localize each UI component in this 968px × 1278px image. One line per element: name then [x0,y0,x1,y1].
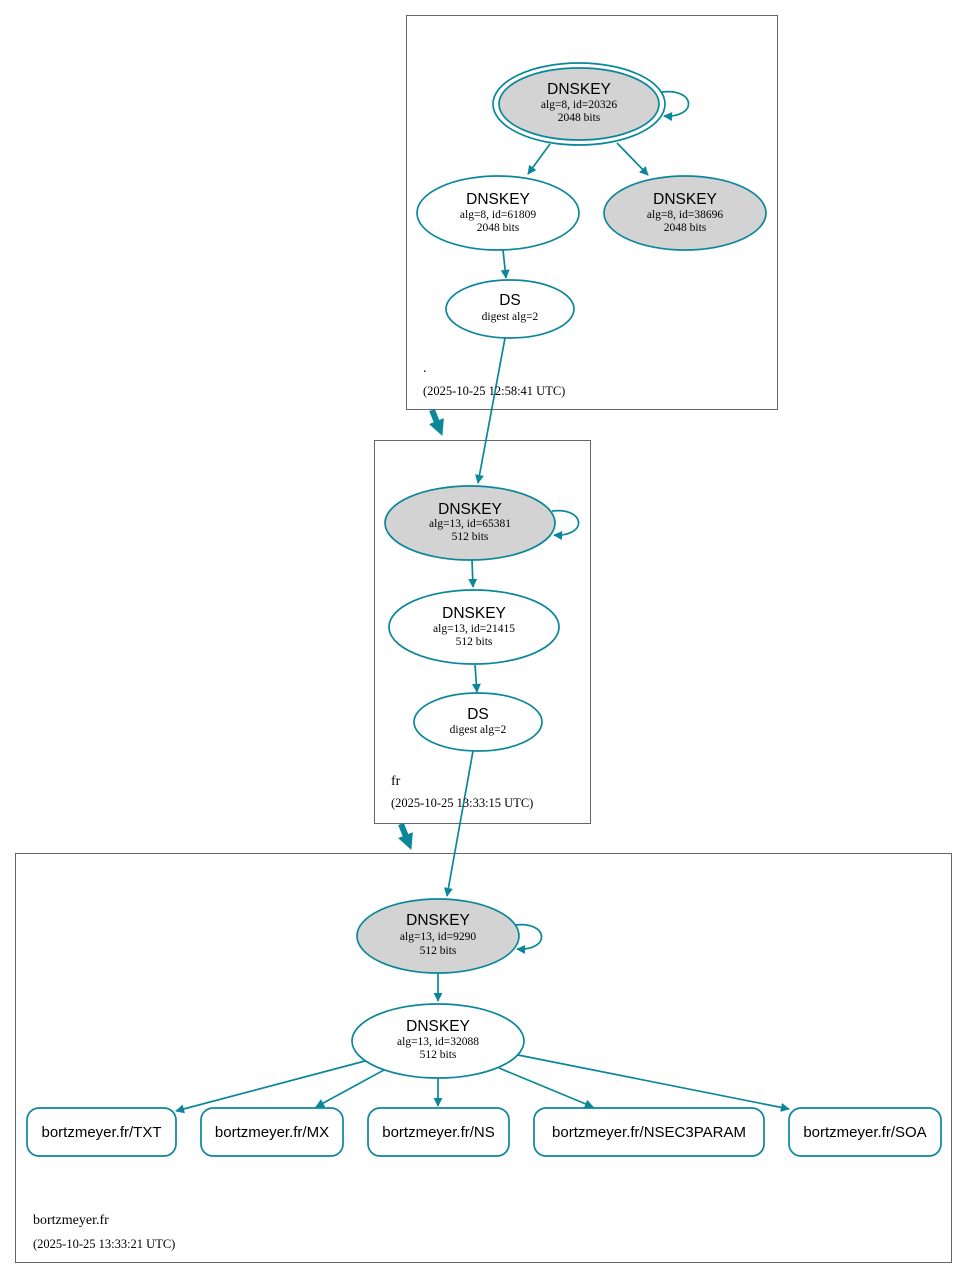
node-title: DNSKEY [547,81,611,98]
edge-root-zsk-ds [500,249,510,279]
edge-bortz-zsk-txt [175,1060,366,1114]
rrset-nsec3param-node: bortzmeyer.fr/NSEC3PARAM [533,1107,765,1157]
delegation-arrow-fr-bortzmeyer [398,822,413,850]
node-digest: digest alg=2 [482,311,539,323]
self-sign-edge-bortz-ksk [514,923,543,954]
rrset-ns-node: bortzmeyer.fr/NS [367,1107,510,1157]
rrset-label: bortzmeyer.fr/NSEC3PARAM [552,1124,746,1141]
edge-root-ksk-zsk [527,143,551,175]
node-key-size: 2048 bits [477,222,520,234]
node-alg-id: alg=8, id=20326 [541,99,617,111]
edge-bortz-zsk-mx [315,1069,385,1108]
node-key-size: 512 bits [452,531,489,543]
node-alg-id: alg=8, id=61809 [460,209,536,221]
node-title: DNSKEY [406,1018,470,1035]
edge-root-ksk-ksk2 [616,142,649,176]
edge-fr-ksk-zsk [468,559,478,588]
root-ksk2-node: DNSKEY alg=8, id=38696 2048 bits [603,175,767,251]
rrset-label: bortzmeyer.fr/TXT [41,1124,161,1141]
node-alg-id: alg=8, id=38696 [647,209,723,221]
bortz-ksk-node: DNSKEY alg=13, id=9290 512 bits [356,898,520,974]
node-title: DNSKEY [406,912,470,929]
node-alg-id: alg=13, id=9290 [400,931,476,943]
self-sign-edge-fr-ksk [551,509,580,540]
self-sign-edge-root-ksk [661,90,690,121]
fr-ds-node: DS digest alg=2 [413,692,543,752]
zone-root-name: . [423,361,427,376]
root-ds-node: DS digest alg=2 [445,279,575,339]
node-key-size: 512 bits [420,945,457,957]
root-zsk-node: DNSKEY alg=8, id=61809 2048 bits [416,175,580,251]
delegation-arrow-root-fr [429,408,444,436]
edge-root-ds-fr-ksk [475,337,506,484]
node-title: DNSKEY [438,501,502,518]
rrset-mx-node: bortzmeyer.fr/MX [200,1107,344,1157]
rrset-label: bortzmeyer.fr/NS [382,1124,495,1141]
rrset-txt-node: bortzmeyer.fr/TXT [26,1107,177,1157]
edge-fr-zsk-ds [471,664,481,693]
node-key-size: 512 bits [420,1049,457,1061]
zone-root-timestamp: (2025-10-25 12:58:41 UTC) [423,384,565,398]
node-alg-id: alg=13, id=65381 [429,518,511,530]
zone-bortzmeyer-name: bortzmeyer.fr [33,1213,109,1228]
bortz-zsk-node: DNSKEY alg=13, id=32088 512 bits [351,1003,525,1079]
node-title: DNSKEY [653,191,717,208]
node-key-size: 2048 bits [664,222,707,234]
root-ksk-node: DNSKEY alg=8, id=20326 2048 bits [492,62,666,146]
node-key-size: 512 bits [456,636,493,648]
node-alg-id: alg=13, id=32088 [397,1036,479,1048]
fr-ksk-node: DNSKEY alg=13, id=65381 512 bits [384,485,556,561]
edge-fr-ds-bortz-ksk [444,750,474,897]
zone-bortzmeyer-timestamp: (2025-10-25 13:33:21 UTC) [33,1237,175,1251]
node-title: DNSKEY [466,191,530,208]
rrset-label: bortzmeyer.fr/MX [215,1124,329,1141]
zone-fr-name: fr [391,774,401,789]
node-digest: digest alg=2 [450,724,507,736]
edge-bortz-zsk-soa [517,1054,790,1112]
zone-fr-timestamp: (2025-10-25 13:33:15 UTC) [391,796,533,810]
edge-bortz-zsk-nsec3param [498,1067,594,1109]
rrset-soa-node: bortzmeyer.fr/SOA [788,1107,942,1157]
node-title: DS [467,706,489,723]
node-title: DNSKEY [442,605,506,622]
node-title: DS [499,292,521,309]
rrset-label: bortzmeyer.fr/SOA [803,1124,926,1141]
node-alg-id: alg=13, id=21415 [433,623,515,635]
fr-zsk-node: DNSKEY alg=13, id=21415 512 bits [388,589,560,665]
node-key-size: 2048 bits [558,112,601,124]
